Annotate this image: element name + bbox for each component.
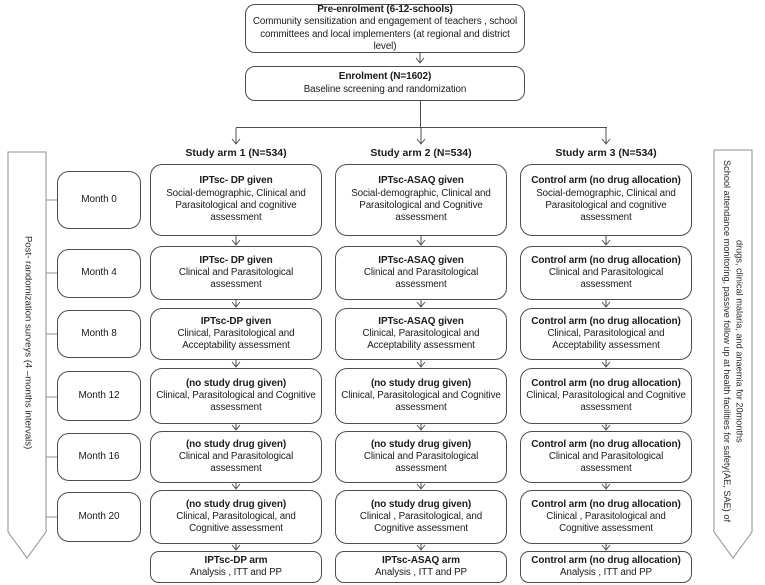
- cell-m20-arm1: (no study drug given) Clinical, Parasito…: [150, 490, 322, 544]
- cell-m16-arm2: (no study drug given) Clinical and Paras…: [335, 431, 507, 483]
- enrolment-box: Enrolment (N=1602) Baseline screening an…: [245, 66, 525, 101]
- analysis-arm2: IPTsc-ASAQ arm Analysis , ITT and PP: [335, 551, 507, 583]
- pre-enrolment-body: Community sensitization and engagement o…: [252, 16, 518, 52]
- down-arrow: [416, 360, 426, 368]
- down-arrow: [601, 360, 611, 368]
- month-label-5: Month 20: [57, 492, 141, 542]
- right-banner: School attendance monitoring, passive fo…: [714, 153, 752, 529]
- down-arrow: [231, 483, 241, 490]
- cell-m4-arm1: IPTsc- DP given Clinical and Parasitolog…: [150, 246, 322, 300]
- arm2-label: Study arm 2 (N=534): [370, 147, 472, 159]
- cell-m12-arm1: (no study drug given) Clinical, Parasito…: [150, 368, 322, 424]
- down-arrow: [231, 236, 241, 246]
- down-arrow: [416, 300, 426, 308]
- arm1-label: Study arm 1 (N=534): [185, 147, 287, 159]
- down-arrow: [415, 52, 425, 64]
- cell-m0-arm1: IPTsc- DP given Social-demographic, Clin…: [150, 164, 322, 236]
- down-arrow: [231, 300, 241, 308]
- down-arrow: [416, 424, 426, 431]
- cell-m12-arm2: (no study drug given) Clinical, Parasito…: [335, 368, 507, 424]
- cell-m20-arm2: (no study drug given) Clinical , Parasit…: [335, 490, 507, 544]
- down-arrow: [231, 544, 241, 551]
- branch-stem-line: [420, 101, 421, 127]
- down-arrow: [231, 128, 241, 145]
- analysis-arm3: Control arm (no drug allocation) Analysi…: [520, 551, 692, 583]
- cell-m12-arm3: Control arm (no drug allocation) Clinica…: [520, 368, 692, 424]
- cell-m20-arm3: Control arm (no drug allocation) Clinica…: [520, 490, 692, 544]
- down-arrow: [416, 236, 426, 246]
- down-arrow: [601, 300, 611, 308]
- down-arrow: [601, 128, 611, 145]
- down-arrow: [416, 544, 426, 551]
- right-banner-text: School attendance monitoring, passive fo…: [722, 159, 745, 523]
- down-arrow: [601, 483, 611, 490]
- cell-m4-arm2: IPTsc-ASAQ given Clinical and Parasitolo…: [335, 246, 507, 300]
- cell-m8-arm2: IPTsc-ASAQ given Clinical, Parasitologic…: [335, 308, 507, 360]
- cell-m4-arm3: Control arm (no drug allocation) Clinica…: [520, 246, 692, 300]
- cell-m16-arm3: Control arm (no drug allocation) Clinica…: [520, 431, 692, 483]
- enrolment-title: Enrolment (N=1602): [338, 71, 432, 83]
- cell-m16-arm1: (no study drug given) Clinical and Paras…: [150, 431, 322, 483]
- down-arrow: [601, 424, 611, 431]
- down-arrow: [601, 544, 611, 551]
- month-label-3: Month 12: [57, 371, 141, 421]
- down-arrow: [416, 483, 426, 490]
- down-arrow: [231, 424, 241, 431]
- down-arrow: [416, 128, 426, 145]
- arm3-label: Study arm 3 (N=534): [555, 147, 657, 159]
- analysis-arm1: IPTsc-DP arm Analysis , ITT and PP: [150, 551, 322, 583]
- down-arrow: [231, 360, 241, 368]
- cell-m8-arm3: Control arm (no drug allocation) Clinica…: [520, 308, 692, 360]
- left-banner-text: Post- randomization surveys (4 –months i…: [22, 236, 34, 450]
- enrolment-body: Baseline screening and randomization: [303, 83, 467, 95]
- month-label-0: Month 0: [57, 171, 141, 229]
- month-label-1: Month 4: [57, 249, 141, 298]
- pre-enrolment-box: Pre-enrolment (6-12-schools) Community s…: [245, 4, 525, 53]
- branch-horizontal-line: [236, 127, 607, 128]
- month-label-4: Month 16: [57, 433, 141, 481]
- pre-enrolment-title: Pre-enrolment (6-12-schools): [317, 3, 453, 15]
- cell-m0-arm2: IPTsc-ASAQ given Social-demographic, Cli…: [335, 164, 507, 236]
- down-arrow: [601, 236, 611, 246]
- left-banner: Post- randomization surveys (4 –months i…: [8, 155, 46, 531]
- cell-m0-arm3: Control arm (no drug allocation) Social-…: [520, 164, 692, 236]
- month-label-2: Month 8: [57, 310, 141, 358]
- cell-m8-arm1: IPTsc-DP given Clinical, Parasitological…: [150, 308, 322, 360]
